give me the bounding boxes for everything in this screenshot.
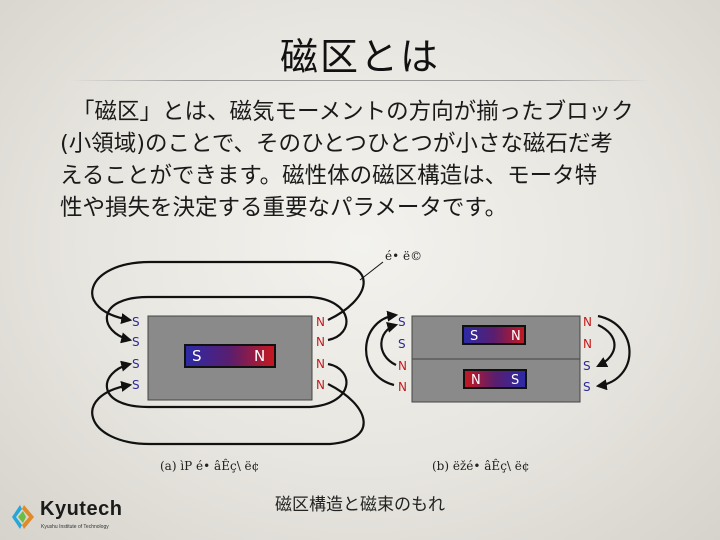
figure-top-label: é• ë© xyxy=(385,249,422,263)
pole-n-a4: N xyxy=(316,378,325,392)
pole-s-a2: S xyxy=(132,335,140,349)
logo-subtitle: Kyushu Institute of Technology xyxy=(41,524,109,530)
pole-n-b2: N xyxy=(398,380,407,394)
magnet-b-upper-s: S xyxy=(470,329,478,344)
body-line-4: 性や損失を決定する重要なパラメータです。 xyxy=(60,195,508,221)
pole-s-b2: S xyxy=(398,337,406,351)
pole-n-b3: N xyxy=(583,315,592,329)
pole-s-a1: S xyxy=(132,315,140,329)
sub-label-b: (b) ëžé• âÊç\ ë¢ xyxy=(432,458,530,473)
body-line-1: 「磁区」とは、磁気モーメントの方向が揃ったブロック xyxy=(72,99,634,125)
leakage-flux-lines-a xyxy=(91,260,365,446)
magnet-b-lower-n: N xyxy=(471,373,481,388)
pole-n-b4: N xyxy=(583,337,592,351)
pole-s-b4: S xyxy=(583,380,591,394)
pole-n-b1: N xyxy=(398,359,407,373)
title-divider xyxy=(70,80,650,81)
slide-title: 磁区とは xyxy=(279,35,440,79)
pole-s-b1: S xyxy=(398,315,406,329)
pole-s-b3: S xyxy=(583,359,591,373)
figure-caption: 磁区構造と磁束のもれ xyxy=(275,495,445,515)
kyutech-mark-icon xyxy=(12,505,34,529)
logo-name: Kyutech xyxy=(40,498,123,520)
body-line-3: えることができます。磁性体の磁区構造は、モータ特 xyxy=(60,163,598,189)
pole-n-a3: N xyxy=(316,357,325,371)
bar-magnet-b-upper xyxy=(462,325,526,345)
body-line-2: (小領域)のことで、そのひとつひとつが小さな磁石だ考 xyxy=(60,131,613,157)
magnet-b-upper-n: N xyxy=(511,329,521,344)
kyutech-logo: Kyutech Kyushu Institute of Technology xyxy=(10,498,145,534)
sub-label-a: (a) ìP é• âÊç\ ë¢ xyxy=(160,458,259,473)
magnet-a-n: N xyxy=(254,347,265,365)
bar-magnet-a xyxy=(184,344,276,368)
pole-n-a1: N xyxy=(316,315,325,329)
magnet-b-lower-s: S xyxy=(511,373,519,388)
pole-n-a2: N xyxy=(316,335,325,349)
bar-magnet-b-lower xyxy=(463,369,527,389)
magnet-a-s: S xyxy=(192,347,202,365)
closure-flux-lines-b xyxy=(365,310,631,391)
pole-s-a4: S xyxy=(132,378,140,392)
single-domain-figure: S S S S N N N N S N (a) ìP é• âÊç\ ë¢ xyxy=(91,260,365,473)
two-domain-figure: S S N N N N S S S N N S (b) ëžé• âÊç\ ë¢ xyxy=(365,310,631,473)
pole-s-a3: S xyxy=(132,357,140,371)
body-paragraph: 「磁区」とは、磁気モーメントの方向が揃ったブロック (小領域)のことで、そのひと… xyxy=(60,96,690,224)
